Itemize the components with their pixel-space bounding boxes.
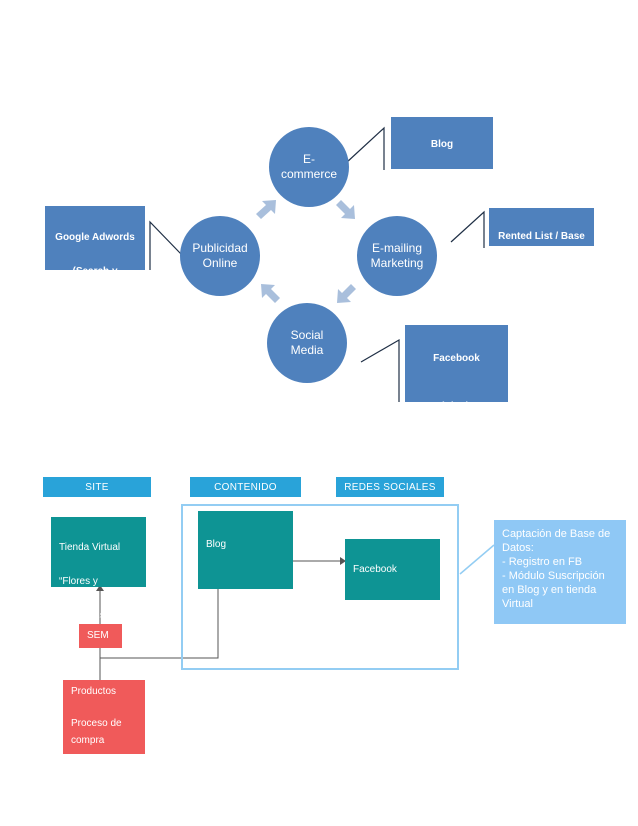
arrowhead-social	[340, 557, 346, 565]
tab-redes-sociales: REDES SOCIALES	[336, 477, 444, 497]
connector-google	[149, 220, 182, 270]
cycle-arrow-bottom-left	[261, 284, 280, 303]
callout-facebook-line-1: Facebook	[433, 353, 480, 364]
tab-site: SITE	[43, 477, 151, 497]
callout-google-line-3: Display)	[75, 300, 115, 311]
connector-blog-to-products	[100, 589, 219, 659]
callout-blog-line-3: Fotos /E-books	[408, 207, 476, 218]
cycle-arrow-bottom-right	[337, 284, 356, 303]
callout-facebook-line-2: LinkedIn	[435, 401, 478, 412]
callout-facebook-linkedin: Facebook LinkedIn	[405, 325, 508, 412]
connector-facebook	[360, 338, 400, 402]
callout-blog-line-1: Blog	[430, 139, 454, 150]
productos-line-1: Productos	[71, 686, 117, 697]
tienda-line-1: Tienda Virtual	[59, 542, 121, 553]
callout-rented-line-1: Rented List / Base	[498, 231, 585, 242]
cycle-arrow-top-right	[336, 200, 355, 219]
connector-rented	[450, 210, 485, 248]
box-productos: Productos Proceso de compra	[63, 680, 145, 754]
cycle-arrow-top-left	[256, 200, 276, 219]
connector-captacion	[459, 544, 495, 575]
tienda-line-3: Sorpresas”	[59, 610, 108, 621]
box-social-networks: Facebook LinkedIn	[345, 539, 440, 619]
callout-google-line-1: Google Adwords	[55, 232, 135, 243]
node-ecommerce: E- commerce	[269, 127, 349, 207]
node-social-media: Social Media	[267, 303, 347, 383]
tab-contenido: CONTENIDO	[190, 477, 301, 497]
callout-rented-line-2: de Datos Propia	[503, 265, 580, 276]
callout-google-adwords: Google Adwords (Search y Display)	[45, 206, 145, 311]
box-sem: SEM	[79, 624, 122, 648]
social-line-1: Facebook	[353, 564, 397, 575]
callout-blog-line-2: Webinar/Video /	[406, 173, 478, 184]
arrowhead-tienda	[96, 585, 104, 591]
box-blog: Blog	[198, 511, 293, 589]
productos-line-3: compra	[71, 735, 105, 746]
callout-blog: Blog Webinar/Video / Fotos /E-books	[391, 117, 493, 218]
connector-blog	[345, 126, 385, 170]
box-tienda-virtual: Tienda Virtual “Flores y Sorpresas”	[51, 517, 146, 621]
callout-google-line-2: (Search y	[72, 266, 118, 277]
social-line-2: LinkedIn	[353, 608, 391, 619]
node-publicidad-online: Publicidad Online	[180, 216, 260, 296]
productos-line-2: Proceso de	[71, 718, 122, 729]
callout-rented-list: Rented List / Base de Datos Propia	[489, 208, 594, 276]
box-captacion-base-datos: Captación de Base de Datos: - Registro e…	[494, 520, 626, 624]
node-emailing-marketing: E-mailing Marketing	[357, 216, 437, 296]
contenido-redes-outline	[181, 504, 459, 670]
tienda-line-2: “Flores y	[59, 576, 98, 587]
